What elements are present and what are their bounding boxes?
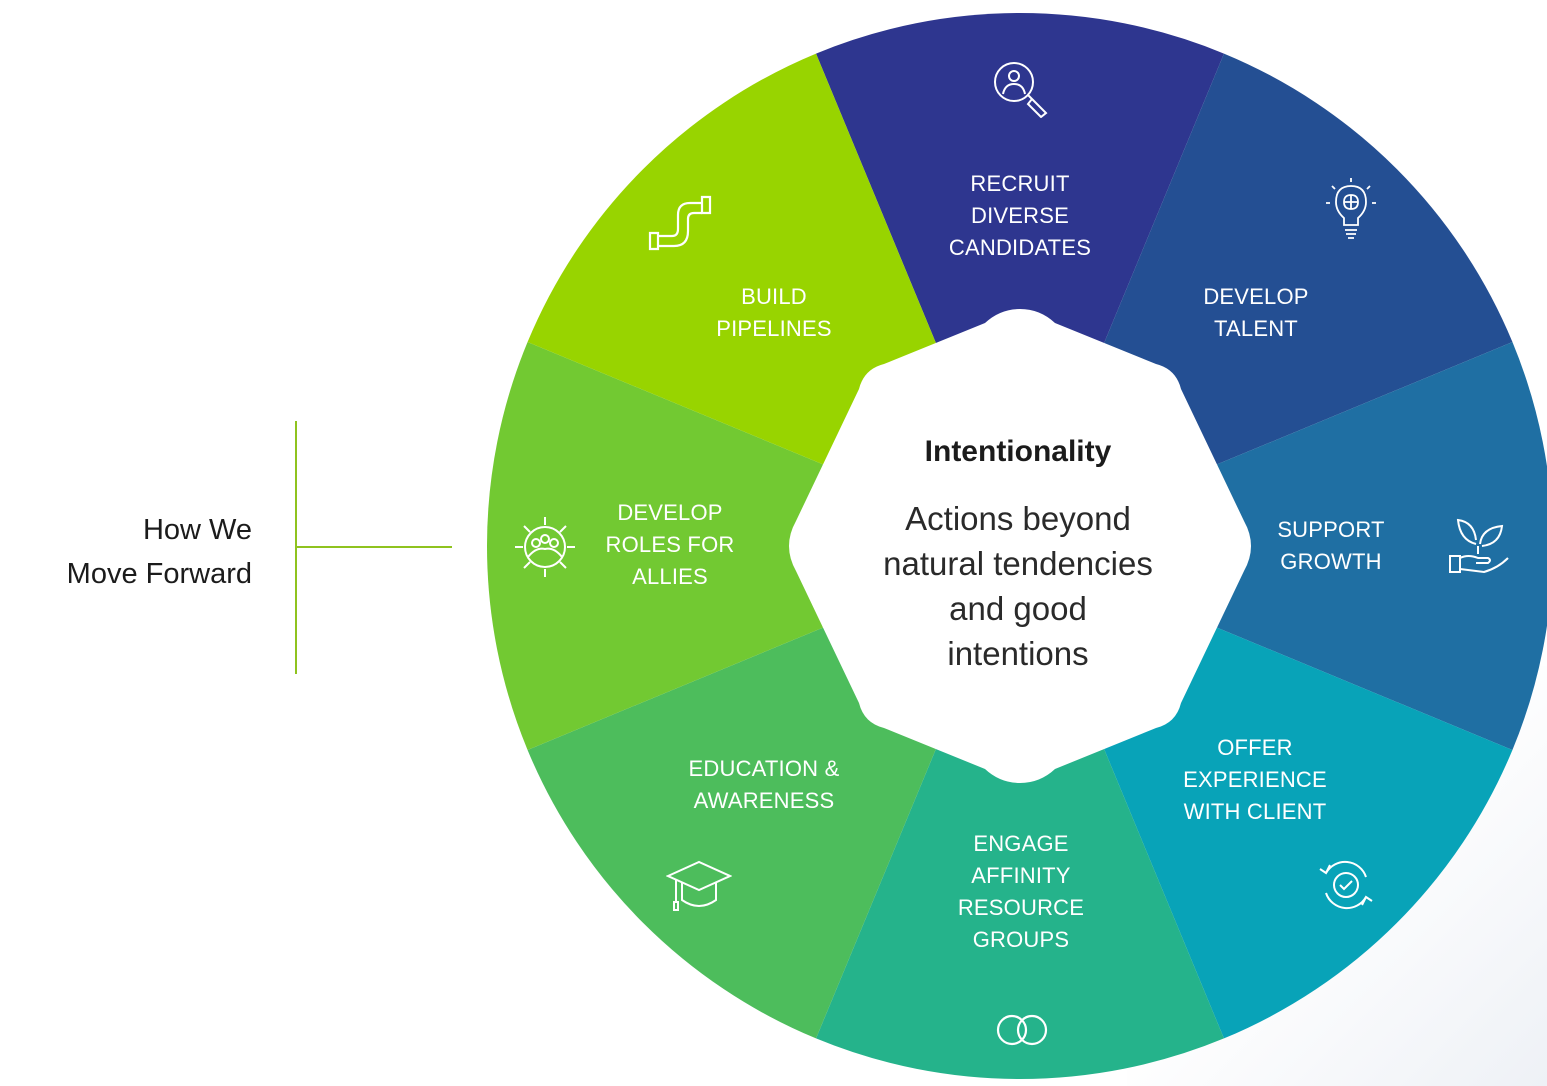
segment-label-line: ENGAGE [973,831,1069,856]
refresh-check-icon [1319,860,1373,910]
segment-label-line: GROUPS [972,927,1070,952]
center-octagon [789,309,1251,783]
segment-label-offer-experience: OFFER EXPERIENCE WITH CLIENT [1145,732,1365,828]
center-title: Intentionality [924,435,1112,468]
segment-label-line: CANDIDATES [948,235,1092,260]
gear-people-icon [515,517,575,577]
segment-label-line: DIVERSE [971,203,1069,228]
linked-rings-icon [996,1014,1048,1046]
segment-label-line: RESOURCE [957,895,1085,920]
segment-label-line: ALLIES [632,564,708,589]
segment-label-line: TALENT [1214,316,1298,341]
segment-label-line: EXPERIENCE [1183,767,1327,792]
segment-label-build-pipelines: BUILD PIPELINES [664,281,884,345]
magnifier-person-icon [994,62,1048,118]
segment-label-line: EDUCATION & [688,756,840,781]
segment-label-line: AWARENESS [693,788,835,813]
segment-label-line: BUILD [741,284,807,309]
segment-label-education: EDUCATION & AWARENESS [654,753,874,817]
segment-label-line: WITH CLIENT [1183,799,1327,824]
pipe-icon [648,195,712,251]
segment-label-line: DEVELOP [1203,284,1309,309]
wheel-segment-5 [816,546,1224,1079]
center-description: Actions beyond natural tendencies and go… [818,496,1218,676]
hand-leaf-icon [1449,518,1509,574]
center-description-line: Actions beyond [905,500,1131,537]
segment-label-line: DEVELOP [617,500,723,525]
center-description-line: natural tendencies [883,545,1153,582]
wheel-segment-7 [486,342,1020,750]
segment-label-develop-talent: DEVELOP TALENT [1146,281,1366,345]
segment-label-recruit: RECRUIT DIVERSE CANDIDATES [910,168,1130,264]
center-description-line: intentions [947,635,1089,672]
center-description-line: and good [949,590,1087,627]
side-heading: How We Move Forward [60,508,252,596]
segment-label-line: GROWTH [1280,549,1382,574]
side-heading-line-1: How We [142,514,252,546]
wheel-segment-3 [1020,342,1547,750]
segment-label-line: SUPPORT [1277,517,1385,542]
segment-label-develop-roles: DEVELOP ROLES FOR ALLIES [560,497,780,593]
segment-label-line: RECRUIT [970,171,1070,196]
segment-label-support-growth: SUPPORT GROWTH [1221,514,1441,578]
segment-label-line: AFFINITY [971,863,1071,888]
bracket-horizontal-line [295,546,452,548]
segment-label-engage-affinity: ENGAGE AFFINITY RESOURCE GROUPS [911,828,1131,956]
graduation-cap-icon [666,860,732,911]
segment-label-line: OFFER [1217,735,1293,760]
wheel-segment-1 [816,13,1224,547]
segment-label-line: PIPELINES [716,316,832,341]
side-heading-line-2: Move Forward [66,558,252,590]
lightbulb-brain-icon [1326,178,1376,239]
segment-label-line: ROLES FOR [605,532,735,557]
